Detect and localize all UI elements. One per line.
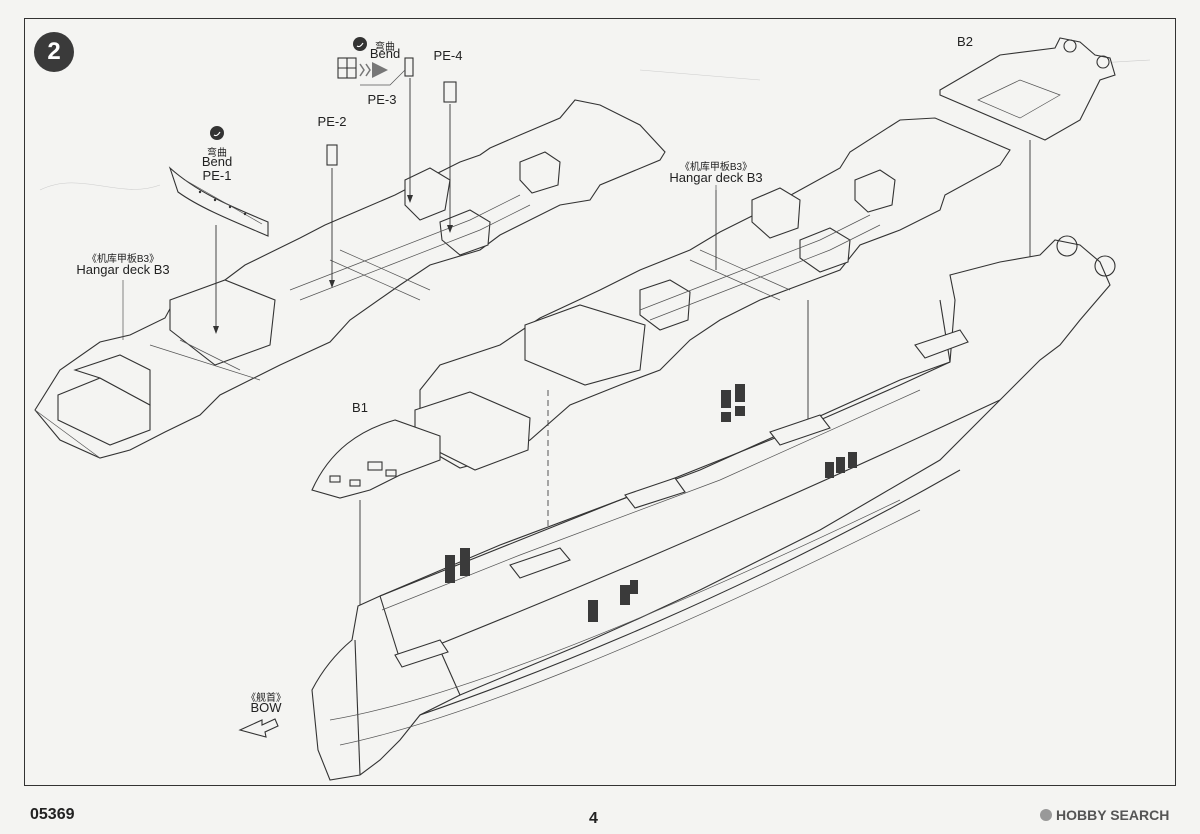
pe-1-label: PE-1: [202, 168, 232, 183]
hangar-deck-left: [34, 99, 666, 459]
hull: [311, 235, 1116, 781]
watermark-logo-icon: [1040, 809, 1052, 821]
pe-2-part: [326, 144, 338, 166]
watermark-text: HOBBY SEARCH: [1056, 807, 1170, 823]
bend-label-cn-top: 弯曲: [375, 42, 395, 53]
bend-icon-left: [210, 126, 224, 140]
watermark: HOBBY SEARCH: [1040, 807, 1169, 823]
bow-label-en: BOW: [250, 700, 282, 715]
bow-direction-arrow: [238, 718, 279, 738]
bend-label-en-top: Bend: [369, 46, 401, 61]
hull-windows: [445, 384, 857, 622]
bend-label-en-left: Bend: [201, 154, 233, 169]
pe-4-label: PE-4: [433, 48, 463, 63]
pe-3-group: [337, 57, 414, 86]
hangar-deck-label-cn-right: 《机库甲板B3》: [679, 162, 753, 173]
pe-4-part: [443, 81, 457, 103]
b2-label: B2: [957, 34, 973, 49]
bow-label-cn: 《舰首》: [246, 693, 286, 704]
step-number-badge: 2: [34, 32, 74, 72]
page-frame: [24, 18, 1176, 786]
pe-1-part: [168, 166, 269, 237]
bend-label-cn-left: 弯曲: [207, 148, 227, 159]
page-number: 4: [589, 810, 598, 827]
pe-2-label: PE-2: [317, 114, 347, 129]
hangar-deck-label-en-left: Hangar deck B3: [76, 262, 170, 277]
hangar-deck-label-cn-left: 《机库甲板B3》: [86, 254, 160, 265]
hangar-deck-label-en-right: Hangar deck B3: [669, 170, 763, 185]
bend-icon-top: [353, 37, 367, 51]
hangar-deck-right: [414, 117, 1011, 471]
b2-part: [939, 37, 1116, 141]
pe-3-label: PE-3: [367, 92, 397, 107]
product-code: 05369: [30, 806, 75, 823]
b1-part: [311, 419, 441, 499]
b1-label: B1: [352, 400, 368, 415]
